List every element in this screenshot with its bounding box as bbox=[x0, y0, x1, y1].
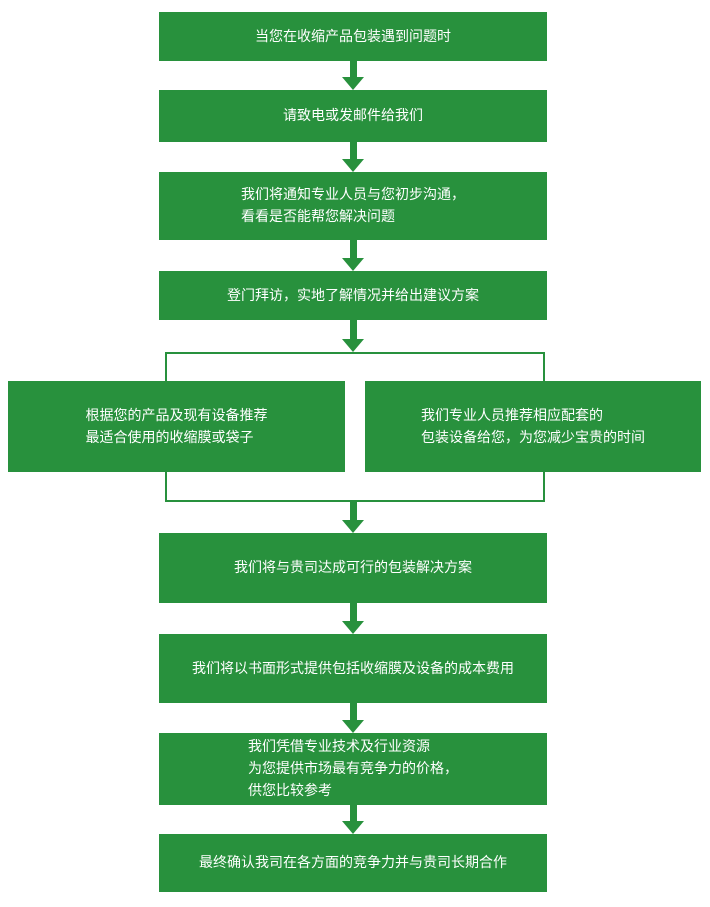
arrow-stem bbox=[349, 142, 357, 159]
flow-branch-left-label: 根据您的产品及现有设备推荐 最适合使用的收缩膜或袋子 bbox=[86, 405, 268, 449]
down-arrow-icon bbox=[342, 240, 364, 271]
text-line: 根据您的产品及现有设备推荐 bbox=[85, 407, 268, 424]
arrow-stem bbox=[349, 805, 357, 821]
text-line: 我们专业人员推荐相应配套的 bbox=[421, 407, 603, 424]
flow-step-3: 我们将通知专业人员与您初步沟通， 看看是否能帮您解决问题 bbox=[159, 172, 547, 240]
arrow-head bbox=[342, 720, 364, 733]
arrow-stem bbox=[349, 320, 357, 339]
down-arrow-icon bbox=[342, 603, 364, 634]
text-line: 包装设备给您，为您减少宝贵的时间 bbox=[421, 429, 645, 446]
down-arrow-icon bbox=[342, 142, 364, 172]
down-arrow-icon bbox=[342, 805, 364, 834]
flow-branch-left: 根据您的产品及现有设备推荐 最适合使用的收缩膜或袋子 bbox=[8, 381, 345, 472]
arrow-head bbox=[342, 520, 364, 533]
down-arrow-icon bbox=[342, 61, 364, 90]
arrow-head bbox=[342, 77, 364, 90]
text-line: 我们将通知专业人员与您初步沟通， bbox=[241, 187, 465, 203]
flow-step-3-label: 我们将通知专业人员与您初步沟通， 看看是否能帮您解决问题 bbox=[241, 184, 465, 228]
flow-step-2: 请致电或发邮件给我们 bbox=[159, 90, 547, 142]
flow-branch-right: 我们专业人员推荐相应配套的 包装设备给您，为您减少宝贵的时间 bbox=[365, 381, 701, 472]
text-line: 为您提供市场最有竞争力的价格， bbox=[248, 761, 458, 777]
arrow-head bbox=[342, 159, 364, 172]
down-arrow-icon bbox=[342, 320, 364, 352]
arrow-stem bbox=[349, 703, 357, 720]
flow-step-7: 我们凭借专业技术及行业资源 为您提供市场最有竞争力的价格， 供您比较参考 bbox=[159, 733, 547, 805]
flow-step-5: 我们将与贵司达成可行的包装解决方案 bbox=[159, 533, 547, 603]
text-line: 供您比较参考 bbox=[248, 783, 332, 799]
flow-branch-right-label: 我们专业人员推荐相应配套的 包装设备给您，为您减少宝贵的时间 bbox=[421, 405, 645, 449]
arrow-stem bbox=[349, 502, 357, 520]
text-line: 最适合使用的收缩膜或袋子 bbox=[85, 429, 254, 446]
flow-step-7-label: 我们凭借专业技术及行业资源 为您提供市场最有竞争力的价格， 供您比较参考 bbox=[248, 736, 458, 802]
flow-step-6: 我们将以书面形式提供包括收缩膜及设备的成本费用 bbox=[159, 634, 547, 703]
arrow-stem bbox=[349, 61, 357, 77]
arrow-head bbox=[342, 621, 364, 634]
flow-step-8-label: 最终确认我司在各方面的竞争力并与贵司长期合作 bbox=[199, 855, 507, 871]
arrow-head bbox=[342, 258, 364, 271]
arrow-stem bbox=[349, 240, 357, 258]
flow-step-5-label: 我们将与贵司达成可行的包装解决方案 bbox=[234, 560, 472, 576]
down-arrow-icon bbox=[342, 502, 364, 533]
text-line: 我们凭借专业技术及行业资源 bbox=[248, 739, 430, 755]
down-arrow-icon bbox=[342, 703, 364, 733]
arrow-head bbox=[342, 821, 364, 834]
flow-step-4-label: 登门拜访，实地了解情况并给出建议方案 bbox=[227, 287, 479, 304]
flow-step-8: 最终确认我司在各方面的竞争力并与贵司长期合作 bbox=[159, 834, 547, 892]
text-line: 看看是否能帮您解决问题 bbox=[241, 209, 395, 225]
flow-step-1: 当您在收缩产品包装遇到问题时 bbox=[159, 12, 547, 61]
arrow-head bbox=[342, 339, 364, 352]
flow-step-6-label: 我们将以书面形式提供包括收缩膜及设备的成本费用 bbox=[192, 660, 514, 677]
flow-step-2-label: 请致电或发邮件给我们 bbox=[283, 108, 423, 124]
flow-step-1-label: 当您在收缩产品包装遇到问题时 bbox=[255, 28, 451, 45]
flow-step-4: 登门拜访，实地了解情况并给出建议方案 bbox=[159, 271, 547, 320]
arrow-stem bbox=[349, 603, 357, 621]
